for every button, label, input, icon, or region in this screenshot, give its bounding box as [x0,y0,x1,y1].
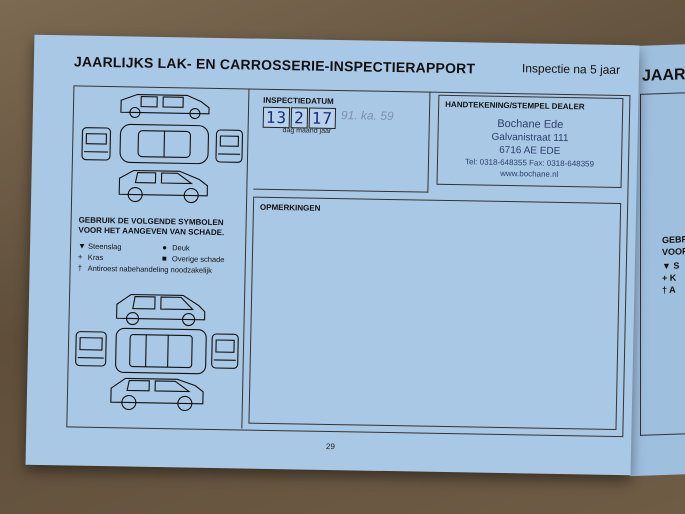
damage-legend: ▼Steenslag ● Deuk + Kras ■ Overige schade †… [77,241,225,278]
inspection-date-label: INSPECTIEDATUM [263,95,334,106]
other-damage-icon: ■ [161,254,167,264]
legend-label: Deuk [172,243,190,253]
right-page-line: VOOR [662,246,685,258]
rust-treatment-icon: † [77,263,83,273]
dealer-stamp: Bochane Ede Galvanistraat 111 6716 AE ED… [438,116,622,181]
right-page-title: JAAR [642,66,685,85]
legend-label: Kras [87,252,104,263]
page-subtitle: Inspectie na 5 jaar [521,61,621,77]
date-year: 17 [308,107,337,130]
date-month: 2 [290,107,308,129]
date-day: 13 [262,106,291,129]
dealer-signature-box: HANDTEKENING/STEMPEL DEALER Bochane Ede … [436,94,624,189]
right-page-line: † A [662,284,676,296]
legend-title: GEBRUIK DE VOLGENDE SYMBOLEN VOOR HET AA… [78,215,225,238]
booklet-page: JAARLIJKS LAK- EN CARROSSERIE-INSPECTIER… [25,34,640,476]
date-format-label: dag maand jaar [282,127,332,135]
dent-icon: ● [162,243,168,253]
page-number: 29 [325,441,335,452]
car-diagram-bottom [75,293,239,412]
legend-label: Steenslag [88,241,122,252]
legend-label: Antiroest nabehandeling noodzakelijk [87,263,212,275]
scratch-icon: + [77,252,83,262]
right-page-line: ▼ S [662,260,680,272]
dealer-label: HANDTEKENING/STEMPEL DEALER [445,99,585,112]
page-title: JAARLIJKS LAK- EN CARROSSERIE-INSPECTIER… [73,53,476,77]
right-page-line: + K [662,272,677,284]
right-page: JAAR GEBRU VOOR ▼ S + K † A [630,43,685,477]
legend-label: Overige schade [171,254,225,265]
date-scribble: 91. ka. 59 [340,108,394,124]
car-diagram-top [81,93,244,204]
remarks-box: OPMERKINGEN [248,196,622,431]
right-page-line: GEBRU [662,233,685,246]
vehicle-diagram-panel: GEBRUIK DE VOLGENDE SYMBOLEN VOOR HET AA… [66,85,250,429]
remarks-label: OPMERKINGEN [259,202,321,213]
stone-chip-icon: ▼ [78,241,87,251]
